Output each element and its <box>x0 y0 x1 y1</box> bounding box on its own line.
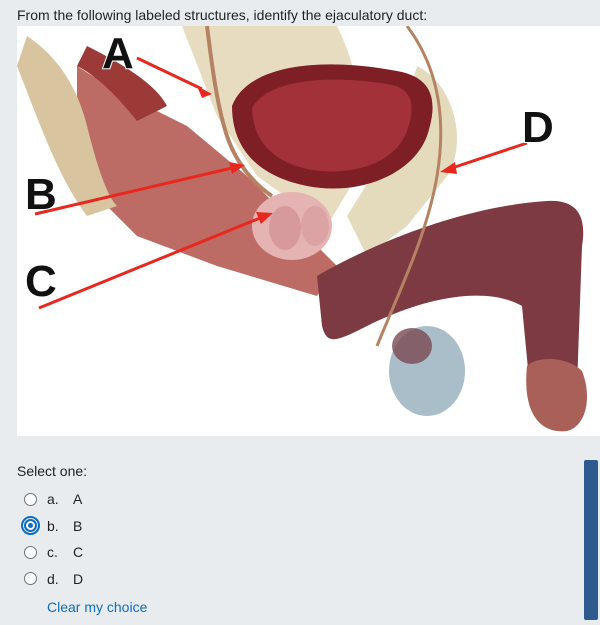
label-arrow-d <box>440 141 528 174</box>
figure-label-b: B <box>25 170 57 219</box>
answer-number: a. <box>47 491 59 508</box>
question-text: From the following labeled structures, i… <box>17 7 428 23</box>
label-arrow-c <box>38 212 273 310</box>
answer-option-a[interactable]: a. A <box>24 486 83 513</box>
figure-label-a: A <box>102 29 134 78</box>
answer-text: D <box>73 570 84 587</box>
answer-number: b. <box>47 517 59 534</box>
answer-text: C <box>73 544 84 561</box>
label-arrow-b <box>34 162 245 216</box>
clear-my-choice-link[interactable]: Clear my choice <box>47 599 148 615</box>
answer-number: c. <box>47 544 58 561</box>
figure-label-d: D <box>522 103 554 152</box>
radio-button-a[interactable] <box>24 492 37 506</box>
select-one-prompt: Select one: <box>17 463 88 479</box>
answer-option-c[interactable]: c. C <box>24 539 83 566</box>
radio-button-c[interactable] <box>24 545 37 559</box>
figure-label-c: C <box>25 257 57 306</box>
radio-button-b[interactable] <box>21 516 40 536</box>
side-scroll-panel[interactable] <box>584 460 598 620</box>
answer-text: B <box>73 517 83 534</box>
answer-number: d. <box>47 570 59 587</box>
answer-option-d[interactable]: d. D <box>24 566 83 593</box>
label-arrow-a <box>136 56 212 98</box>
radio-button-d[interactable] <box>24 572 37 586</box>
anatomy-figure: A B C D <box>17 26 600 436</box>
answer-list: a. A b. B c. C d. D <box>21 486 83 593</box>
answer-text: A <box>73 491 83 508</box>
answer-option-b[interactable]: b. B <box>21 513 83 540</box>
anatomy-illustration: A B C D <box>17 26 587 432</box>
